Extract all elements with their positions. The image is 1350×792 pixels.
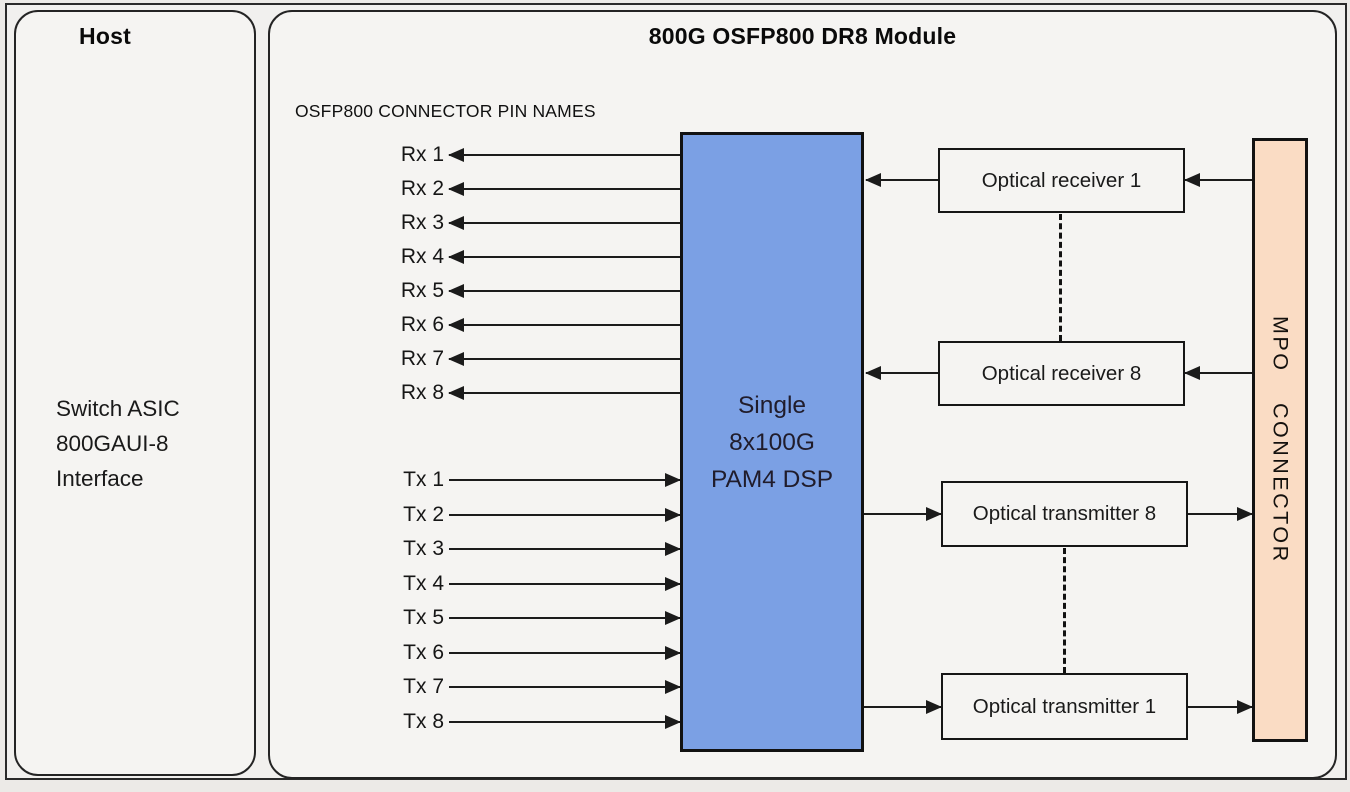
pin-label-rx-7: Rx 7 [400,347,444,370]
pin-label-tx-7: Tx 7 [403,675,444,698]
module-title: 800G OSFP800 DR8 Module [648,23,957,49]
pin-label-rx-6: Rx 6 [400,313,444,336]
optical-receiver-8-box: Optical receiver 8 [938,341,1185,406]
arrow-rx-3 [448,216,680,230]
arrow-tx-7 [449,680,681,694]
host-description-line-1: Switch ASIC [56,396,180,421]
arrow-tx-2 [449,507,681,522]
module-panel: 800G OSFP800 DR8 Module OSFP800 CONNECTO… [268,10,1337,779]
host-description-line-2: 800GAUI-8 [56,431,169,456]
pin-label-rx-3: Rx 3 [400,211,444,234]
arrow-receiver-8-to-dsp [865,366,938,380]
arrow-tx-5 [449,611,681,625]
optical-transmitter-1-label: Optical transmitter 1 [972,694,1157,718]
arrow-rx-5 [448,284,680,298]
pin-label-rx-4: Rx 4 [400,245,444,268]
pin-label-rx-8: Rx 8 [400,381,444,404]
pin-label-tx-2: Tx 2 [403,502,444,526]
pin-label-rx-5: Rx 5 [400,279,444,302]
mpo-connector-block: MPO CONNECTOR [1252,138,1308,742]
arrow-transmitter-1-to-mpo [1188,700,1253,714]
mpo-word-1: MPO [1268,316,1293,373]
arrow-tx-6 [449,645,681,660]
arrow-tx-3 [449,542,681,556]
arrow-rx-1 [448,148,680,162]
arrow-transmitter-8-to-mpo [1188,507,1253,521]
optical-transmitter-8-box: Optical transmitter 8 [941,481,1188,547]
pin-label-rx-2: Rx 2 [400,177,444,200]
arrow-rx-6 [448,318,680,332]
host-description-line-3: Interface [56,466,144,491]
arrow-tx-4 [449,576,681,591]
arrow-tx-1 [449,473,681,487]
optical-transmitter-1-box: Optical transmitter 1 [941,673,1188,740]
pin-label-tx-4: Tx 4 [403,571,444,595]
host-description: Switch ASIC 800GAUI-8 Interface [56,391,180,496]
optical-receiver-8-label: Optical receiver 8 [981,361,1142,385]
arrow-tx-8 [449,714,681,729]
dsp-line-1: Single [737,391,807,419]
arrow-mpo-to-receiver-1 [1184,173,1252,187]
pin-label-tx-3: Tx 3 [403,537,444,560]
dsp-block: Single 8x100G PAM4 DSP [680,132,864,752]
arrow-rx-4 [448,250,680,264]
host-panel: Host Switch ASIC 800GAUI-8 Interface [14,10,256,776]
arrow-mpo-to-receiver-8 [1184,366,1252,380]
dashed-line-receivers [1059,214,1062,341]
arrow-dsp-to-transmitter-1 [864,700,942,714]
arrow-receiver-1-to-dsp [865,173,938,187]
pin-label-rx-1: Rx 1 [400,143,444,166]
optical-receiver-1-box: Optical receiver 1 [938,148,1185,213]
host-title: Host [79,23,131,49]
pin-label-tx-1: Tx 1 [403,468,444,491]
pin-label-tx-6: Tx 6 [403,640,444,664]
arrow-rx-7 [448,352,680,366]
arrow-rx-8 [448,386,680,400]
optical-transmitter-8-label: Optical transmitter 8 [972,502,1157,525]
pin-label-tx-8: Tx 8 [403,709,444,733]
dsp-line-3: PAM4 DSP [710,465,834,493]
arrow-rx-2 [448,182,680,196]
pin-names-heading: OSFP800 CONNECTOR PIN NAMES [295,101,596,121]
arrow-dsp-to-transmitter-8 [864,507,942,521]
optical-receiver-1-label: Optical receiver 1 [981,168,1142,192]
dashed-line-transmitters [1063,548,1066,673]
pin-label-tx-5: Tx 5 [403,606,444,629]
dsp-line-2: 8x100G [729,428,815,456]
mpo-word-2: CONNECTOR [1268,402,1293,564]
